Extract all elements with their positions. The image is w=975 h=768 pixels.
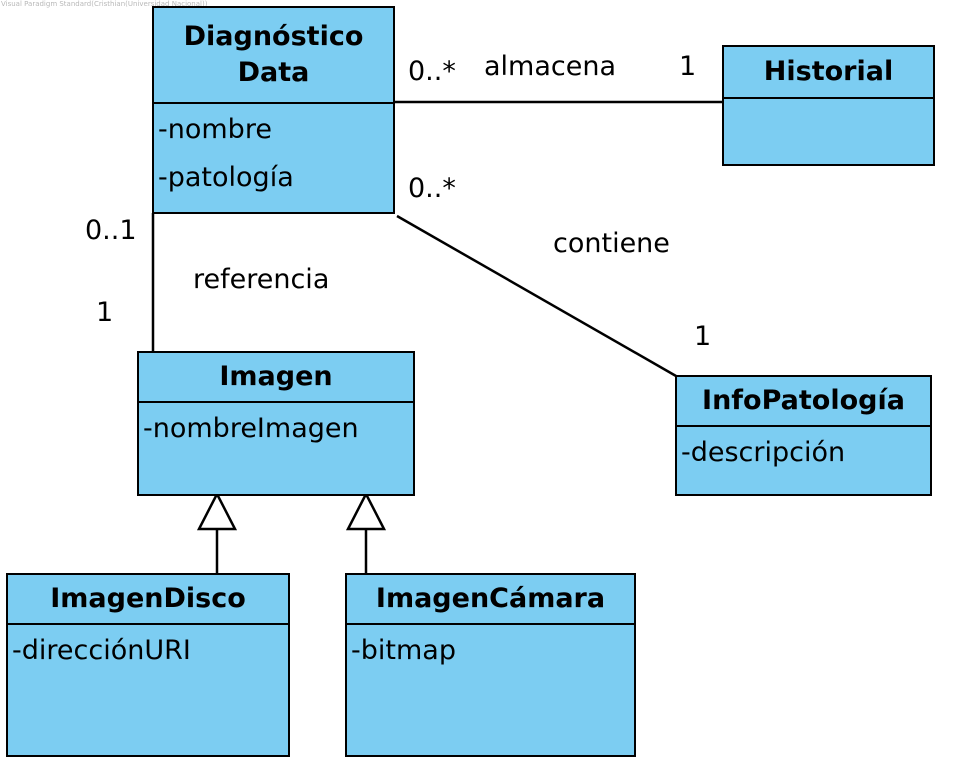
class-name: Diagnóstico Data: [154, 8, 393, 104]
watermark: Visual Paradigm Standard(Cristhian(Unive…: [1, 0, 208, 8]
attribute: -bitmap: [351, 635, 456, 666]
class-name: InfoPatología: [677, 377, 930, 427]
attribute: -nombreImagen: [143, 413, 359, 444]
class-infopatologia: InfoPatología -descripción: [675, 375, 932, 496]
generalization-imagendisco-arrowhead: [196, 491, 238, 531]
class-name: Imagen: [139, 353, 413, 403]
attribute-list: -nombreImagen: [139, 403, 413, 455]
multiplicity-almacena-source: 0..*: [408, 56, 456, 87]
attribute: -descripción: [681, 437, 846, 468]
multiplicity-referencia-target: 1: [96, 297, 114, 328]
class-historial: Historial: [722, 45, 935, 166]
class-name: Historial: [724, 47, 933, 99]
multiplicity-contiene-source: 0..*: [408, 173, 456, 204]
association-label-almacena: almacena: [484, 51, 617, 82]
association-contiene-line: [396, 214, 677, 378]
class-imagendisco: ImagenDisco -direcciónURI: [6, 573, 290, 757]
attribute-list: -nombre -patología: [154, 104, 393, 204]
multiplicity-almacena-target: 1: [679, 51, 697, 82]
attribute: -nombre: [158, 114, 272, 145]
class-name: ImagenDisco: [8, 575, 288, 625]
association-label-contiene: contiene: [553, 228, 670, 259]
attribute: -direcciónURI: [12, 635, 191, 666]
attribute-list: -descripción: [677, 427, 930, 479]
class-imagencamara: ImagenCámara -bitmap: [345, 573, 636, 757]
generalization-imagencamara-arrowhead: [345, 491, 387, 531]
multiplicity-contiene-target: 1: [694, 321, 712, 352]
multiplicity-referencia-source: 0..1: [85, 215, 137, 246]
class-imagen: Imagen -nombreImagen: [137, 351, 415, 496]
class-diagnostico-data: Diagnóstico Data -nombre -patología: [152, 6, 395, 214]
attribute-list: -bitmap: [347, 625, 634, 677]
attribute: -patología: [158, 162, 294, 193]
class-name: ImagenCámara: [347, 575, 634, 625]
attribute-list: -direcciónURI: [8, 625, 288, 677]
association-label-referencia: referencia: [193, 264, 330, 295]
